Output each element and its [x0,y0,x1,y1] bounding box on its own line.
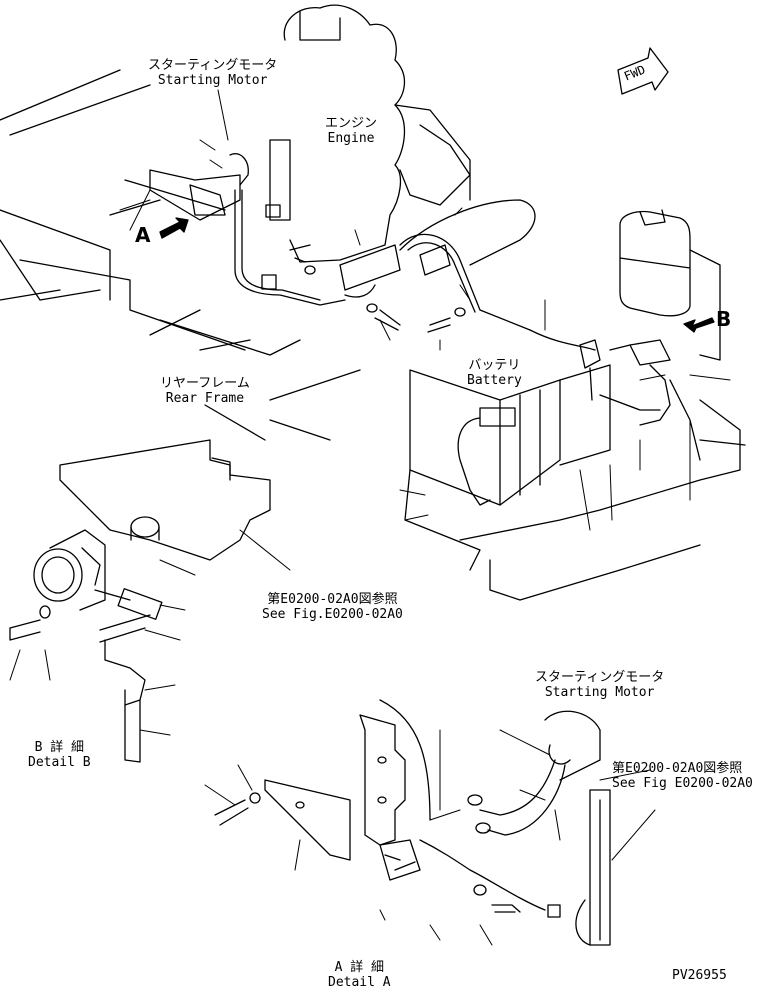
callout-b: B [716,307,732,331]
label-see-fig-mid-jp: 第E0200-02A0図参照 [267,592,398,607]
label-starting-motor-top-jp: スターティングモータ [148,58,278,73]
label-engine-en: Engine [327,131,375,146]
leader-lines [9,89,731,946]
label-battery-jp: バッテリ [468,358,521,373]
callout-b-text: B [716,307,732,331]
detail-a-bracket [214,714,521,913]
label-rear-frame-en: Rear Frame [165,391,245,406]
label-starting-motor-top: スターティングモータ Starting Motor [148,58,277,88]
label-see-fig-right: 第E0200-02A0図参照 See Fig E0200-02A0 [612,761,753,791]
label-see-fig-mid-en: See Fig.E0200-02A0 [262,607,403,622]
label-starting-motor-bottom: スターティングモータ Starting Motor [535,670,664,700]
label-detail-b-en: Detail B [28,755,91,770]
label-detail-a-jp: A 詳 細 [334,960,385,975]
label-detail-b: B 詳 細 Detail B [28,740,91,770]
detail-a-motor [379,699,611,946]
label-engine: エンジン Engine [325,116,377,146]
label-see-fig-mid: 第E0200-02A0図参照 See Fig.E0200-02A0 [262,592,403,622]
callout-a-text: A [135,223,151,247]
detail-b-part [9,529,163,763]
bracket-mid [59,439,271,561]
label-engine-jp: エンジン [325,116,378,131]
fwd-arrow-icon [617,47,669,95]
arrow-a-icon [159,217,189,239]
label-battery-en: Battery [467,373,522,388]
label-detail-a: A 詳 細 Detail A [328,960,391,990]
frame-rails [0,69,301,356]
rear-frame-lines [204,369,746,601]
drawing-number: PV26955 [672,968,727,983]
label-detail-a-en: Detail A [328,975,391,990]
drawing-number-text: PV26955 [672,968,727,983]
battery-cable-right [609,339,701,461]
label-starting-motor-top-en: Starting Motor [157,73,268,88]
callout-a: A [135,223,151,247]
label-see-fig-right-en: See Fig E0200-02A0 [612,776,753,791]
battery [409,329,661,506]
label-detail-b-jp: B 詳 細 [34,740,85,755]
reservoir-tank [619,209,721,361]
label-see-fig-right-jp: 第E0200-02A0図参照 [612,761,743,776]
label-starting-motor-bottom-en: Starting Motor [544,685,655,700]
engine-outline [283,4,536,266]
label-rear-frame-jp: リヤーフレーム [160,376,250,391]
label-rear-frame: リヤーフレーム Rear Frame [160,376,250,406]
harness-upper [289,233,531,333]
arrow-b-icon [683,317,715,333]
label-starting-motor-bottom-jp: スターティングモータ [535,670,665,685]
label-battery: バッテリ Battery [467,358,522,388]
